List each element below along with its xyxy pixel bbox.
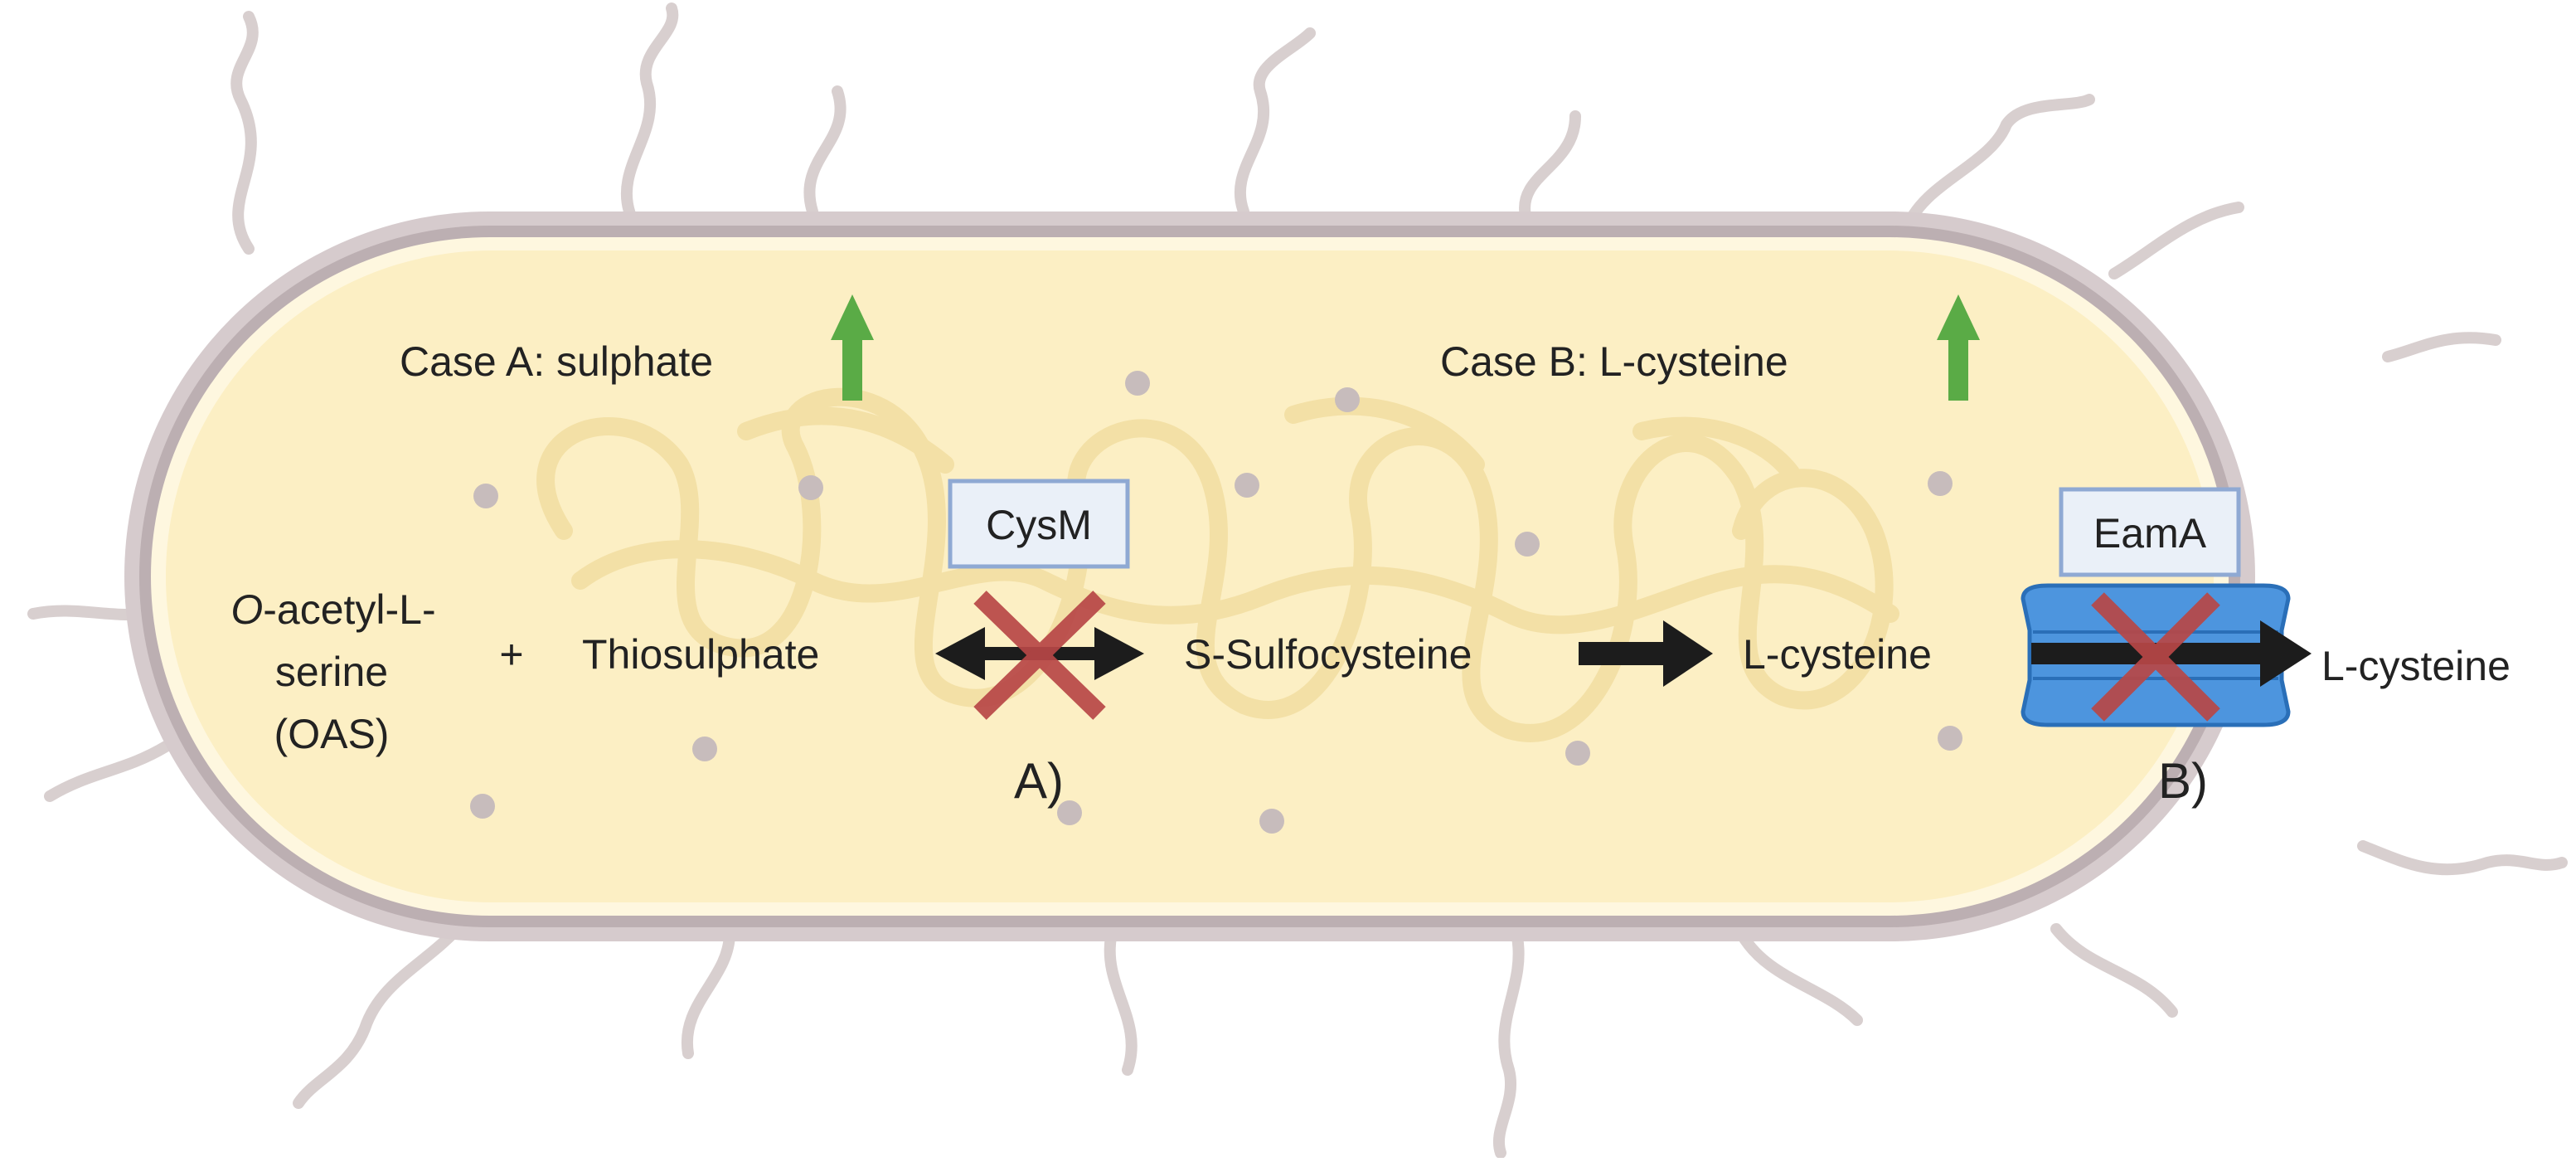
x-cross-icon: [973, 591, 1106, 720]
forward-arrow: [1579, 620, 1713, 687]
flagellum: [2382, 332, 2501, 362]
granule: [798, 475, 823, 500]
nucleoid: [536, 387, 1899, 742]
cysm-label: CysM: [986, 502, 1092, 548]
flagellum: [2108, 202, 2244, 280]
x-cross-icon: [2091, 592, 2220, 722]
arrow-head-left-icon: [935, 627, 985, 680]
oas-label-line3: (OAS): [274, 711, 390, 757]
flagellum: [44, 741, 172, 802]
s-sulfocysteine-label: S-Sulfocysteine: [1184, 631, 1472, 678]
arrow-head-right-icon: [2260, 620, 2312, 687]
granule: [1515, 532, 1540, 557]
granule: [1928, 471, 1953, 496]
block-cross-a: [973, 591, 1106, 720]
granule: [1057, 800, 1082, 825]
granule: [1938, 726, 1962, 751]
up-arrow-icon: [1937, 294, 1980, 401]
l-cysteine-outside-label: L-cysteine: [2321, 643, 2511, 689]
up-arrow-icon: [831, 294, 874, 401]
flagella: [27, 2, 2568, 1159]
arrow-shaft: [1579, 642, 1668, 665]
flagellum: [2050, 923, 2178, 1018]
flagellum: [1519, 110, 1581, 221]
cell-body: [124, 211, 2255, 941]
arrow-head-right-icon: [1663, 620, 1713, 687]
granule: [473, 484, 498, 508]
up-arrow-a: [831, 294, 874, 401]
eama-box: [2059, 487, 2241, 577]
thiosulphate-label: Thiosulphate: [582, 631, 819, 678]
plus-sign: +: [499, 631, 523, 678]
marker-b: B): [2158, 753, 2208, 809]
flagellum: [1901, 94, 2095, 234]
flagellum: [230, 11, 259, 255]
case-b-label: Case B: L-cysteine: [1440, 338, 1788, 385]
flagellum: [1493, 931, 1525, 1159]
arrow-head-right-icon: [1094, 627, 1144, 680]
granule: [692, 737, 717, 761]
nucleoid-strand: [536, 387, 1894, 742]
oas-label-line2: serine: [275, 649, 388, 695]
flagellum: [803, 85, 847, 217]
nucleoid-strand: [737, 396, 1800, 482]
oas-italic-prefix: O: [230, 586, 263, 633]
cytoplasm: [166, 250, 2214, 902]
granule: [1335, 387, 1360, 412]
block-cross-b: [2091, 592, 2220, 722]
granules: [470, 371, 1962, 834]
flagellum: [1735, 927, 1863, 1026]
cysm-box: [948, 479, 1130, 569]
granule: [1259, 809, 1284, 834]
granule: [1565, 741, 1590, 766]
granule: [1125, 371, 1150, 396]
oas-label-line1: O-acetyl-L-: [230, 586, 435, 633]
up-arrow-b: [1937, 294, 1980, 401]
case-a-label: Case A: sulphate: [400, 338, 713, 385]
flagellum: [620, 2, 679, 220]
flagellum: [681, 927, 735, 1059]
nucleoid-strand: [571, 540, 1899, 634]
granule: [1235, 473, 1259, 498]
flagellum: [1104, 931, 1138, 1076]
oas-suffix: -acetyl-L-: [263, 586, 435, 633]
eama-label: EamA: [2093, 510, 2207, 557]
marker-a: A): [1014, 753, 1064, 809]
flagellum: [2357, 840, 2568, 876]
granule: [470, 794, 495, 819]
l-cysteine-inside-label: L-cysteine: [1743, 631, 1932, 678]
flagellum: [293, 915, 470, 1109]
flagellum: [1234, 27, 1316, 217]
